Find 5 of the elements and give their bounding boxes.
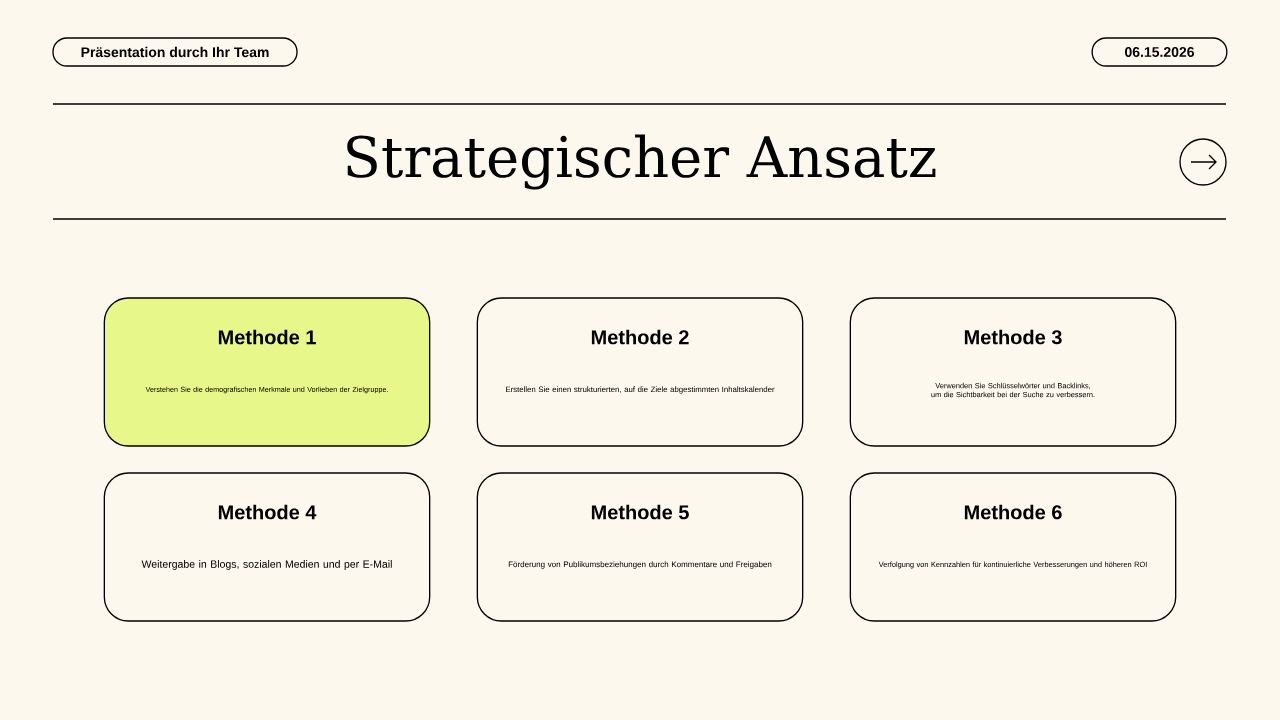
method-card: Methode 5 Förderung von Publikumsbeziehungen durch Kommentare und Freigaben — [476, 472, 804, 622]
method-card: Methode 4 Weitergabe in Blogs, sozialen Medien und per E-Mail — [103, 472, 431, 622]
label-pill: 06.15.2026 — [1091, 37, 1228, 67]
label-pill: Präsentation durch Ihr Team — [52, 37, 298, 67]
title: Strategischer Ansatz — [347, 134, 936, 190]
